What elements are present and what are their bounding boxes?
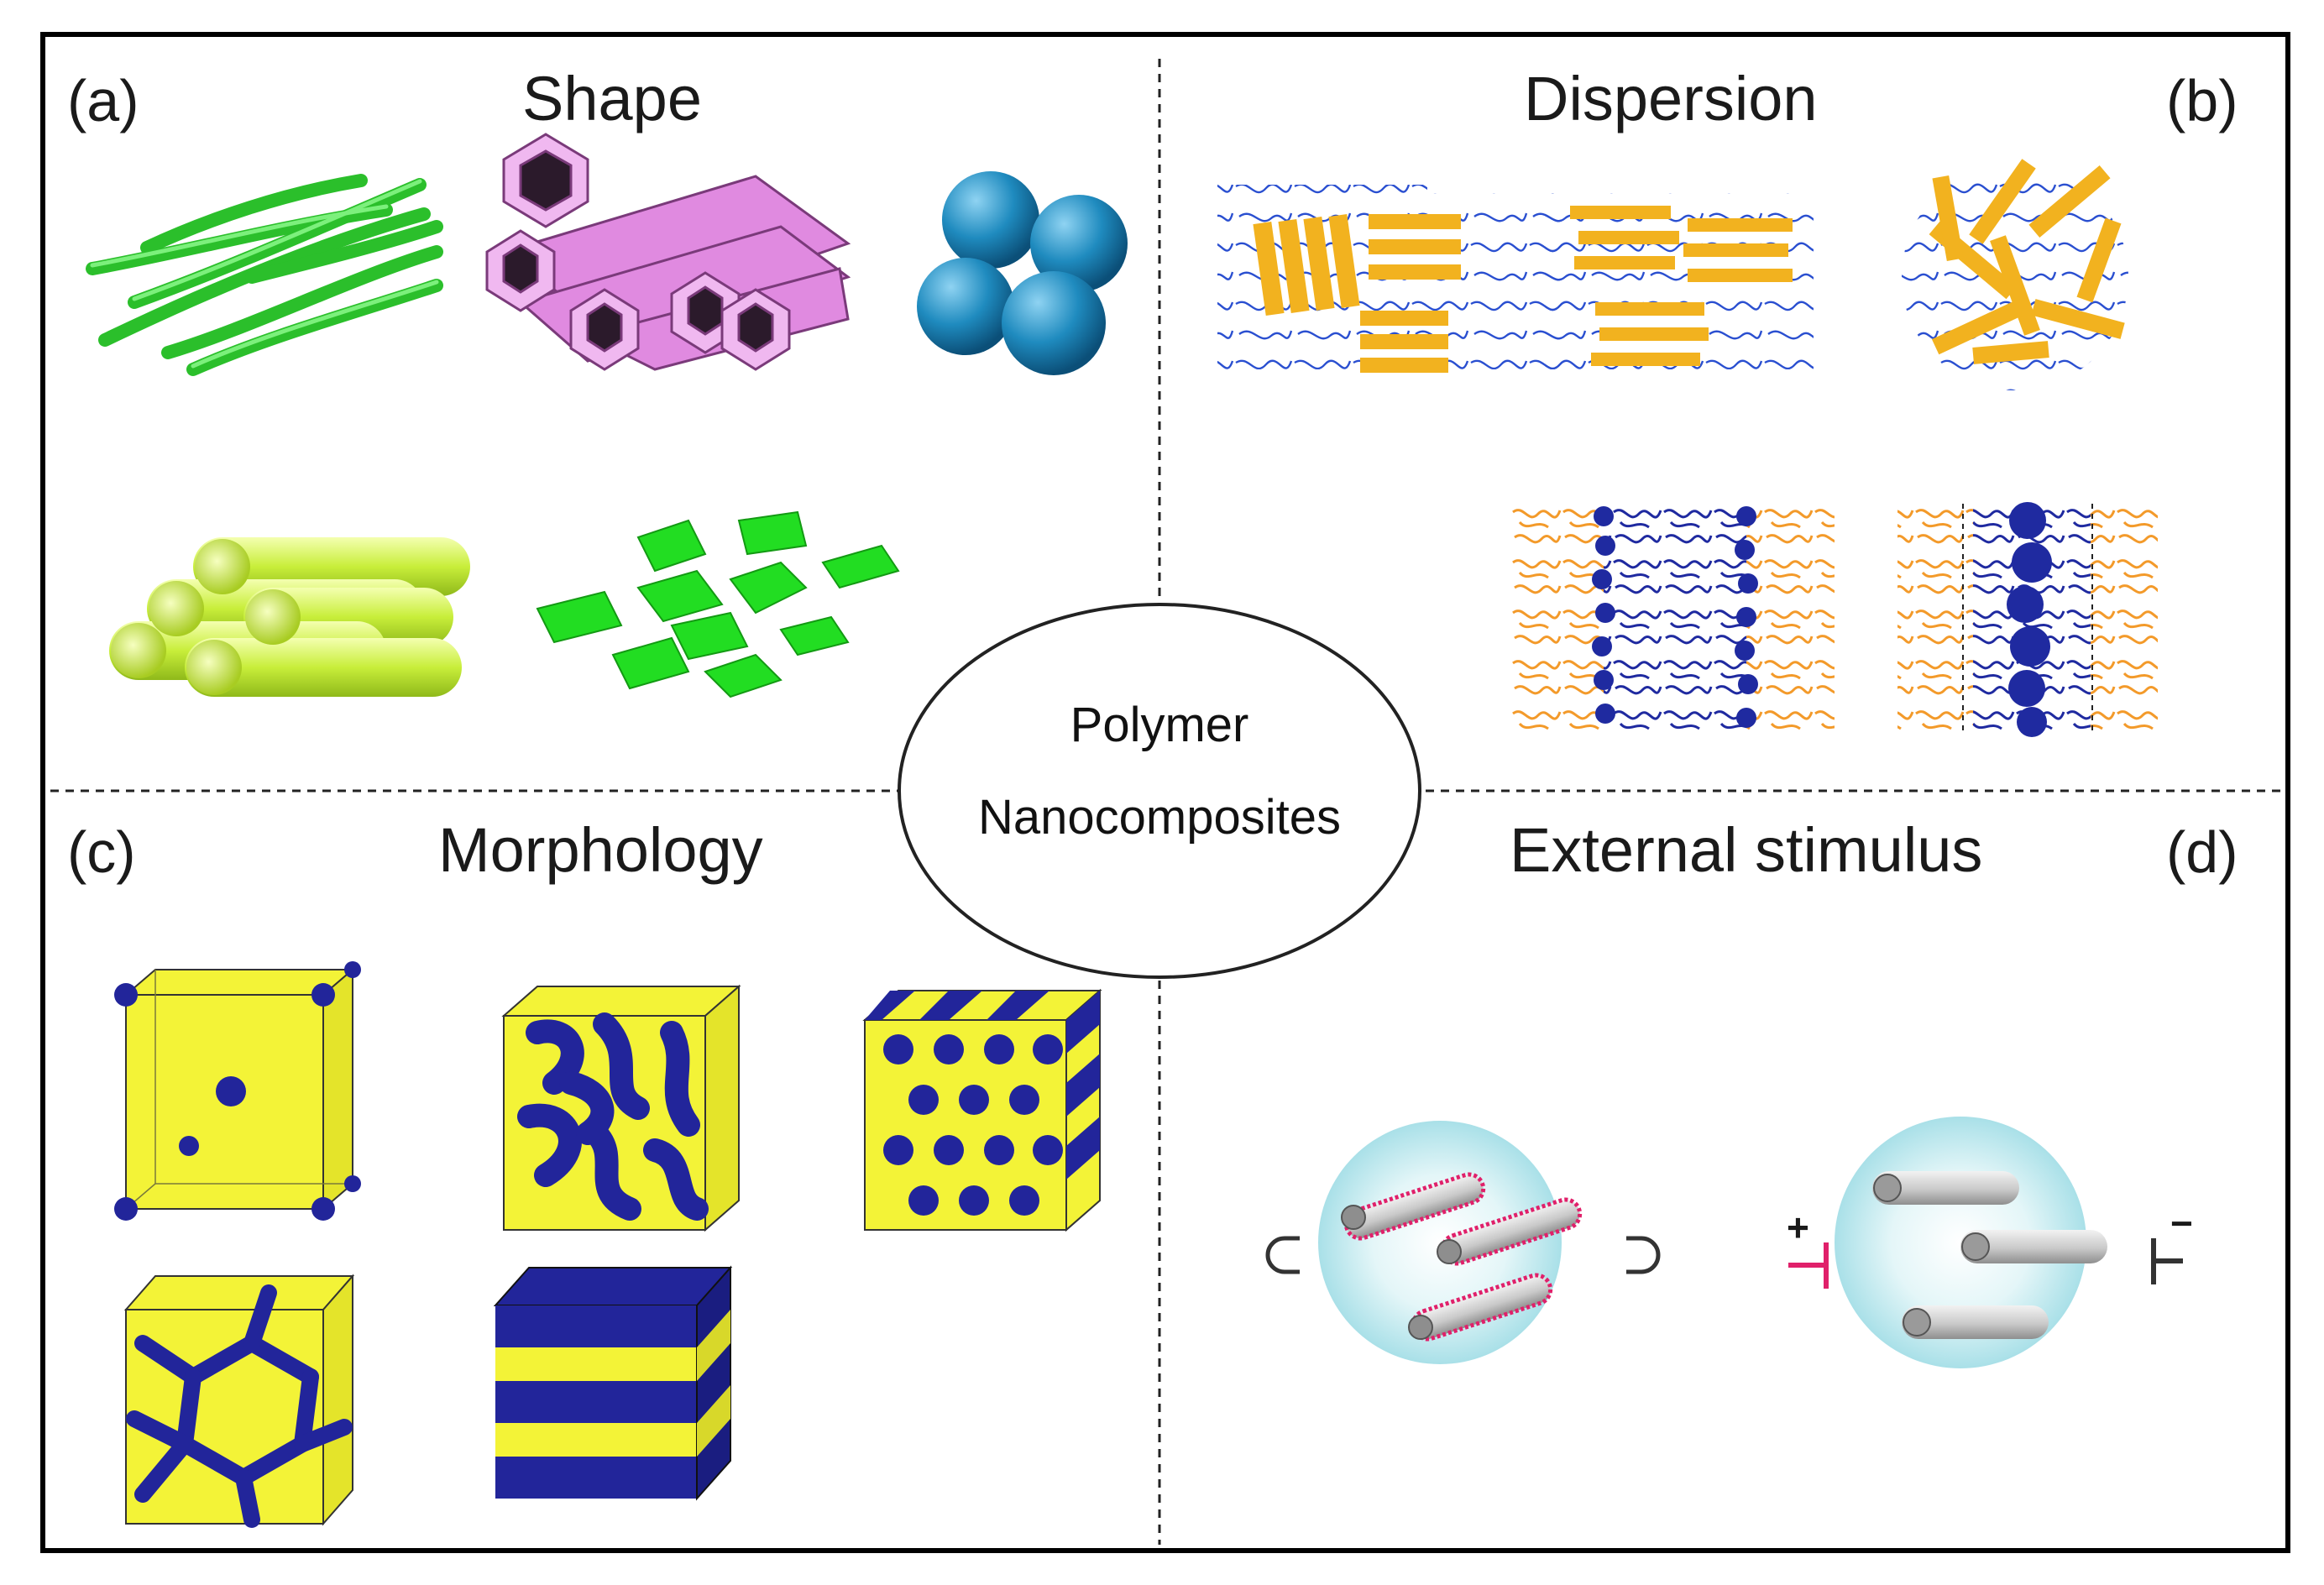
nanorod-stack-icon [109, 537, 470, 697]
magnetic-field-alignment-icon [1265, 1121, 1661, 1364]
center-title-line1: Polymer [1070, 698, 1249, 752]
center-ellipse [898, 603, 1421, 979]
panel-b-letter: (b) [2166, 68, 2238, 133]
intercalated-composite-icon [1545, 193, 1814, 369]
lamellar-cube-icon [493, 1265, 733, 1501]
panel-b-title: Dispersion [1524, 64, 1818, 133]
center-title-line2: Nanocomposites [978, 790, 1341, 845]
magnet-left-icon [1265, 1236, 1300, 1274]
negative-electrode-icon [2151, 1238, 2183, 1284]
block-copolymer-small-particles-icon [1511, 500, 1835, 730]
panel-a-title: Shape [522, 64, 702, 133]
positive-sign: + [1787, 1206, 1809, 1249]
panel-a-letter: (a) [67, 68, 139, 133]
nanofiber-bundle-icon [86, 174, 443, 376]
block-copolymer-large-particles-icon [1897, 500, 2158, 737]
nanosheet-flakes-icon [536, 510, 900, 698]
negative-sign: − [2170, 1201, 2193, 1245]
cylindrical-disordered-cube-icon [501, 984, 741, 1232]
panel-d-title: External stimulus [1510, 815, 1983, 885]
electric-field-alignment-icon [1788, 1117, 2183, 1368]
spherical-morphology-cube-icon [114, 961, 361, 1221]
gyroid-network-cube-icon [123, 1274, 355, 1528]
hexagonal-nanotube-bundle-icon [485, 133, 851, 371]
hexagonal-cylinder-cube-icon [862, 988, 1102, 1232]
panel-c-letter: (c) [67, 819, 136, 885]
exfoliated-composite-icon [1902, 159, 2128, 390]
phase-separated-composite-icon [1217, 185, 1562, 373]
positive-electrode-icon [1788, 1242, 1829, 1289]
magnet-right-icon [1626, 1236, 1661, 1274]
nanofiber-highlights [90, 179, 439, 369]
panel-d-letter: (d) [2166, 819, 2238, 885]
panel-c-title: Morphology [438, 815, 763, 885]
nanosphere-cluster-icon [917, 171, 1128, 375]
